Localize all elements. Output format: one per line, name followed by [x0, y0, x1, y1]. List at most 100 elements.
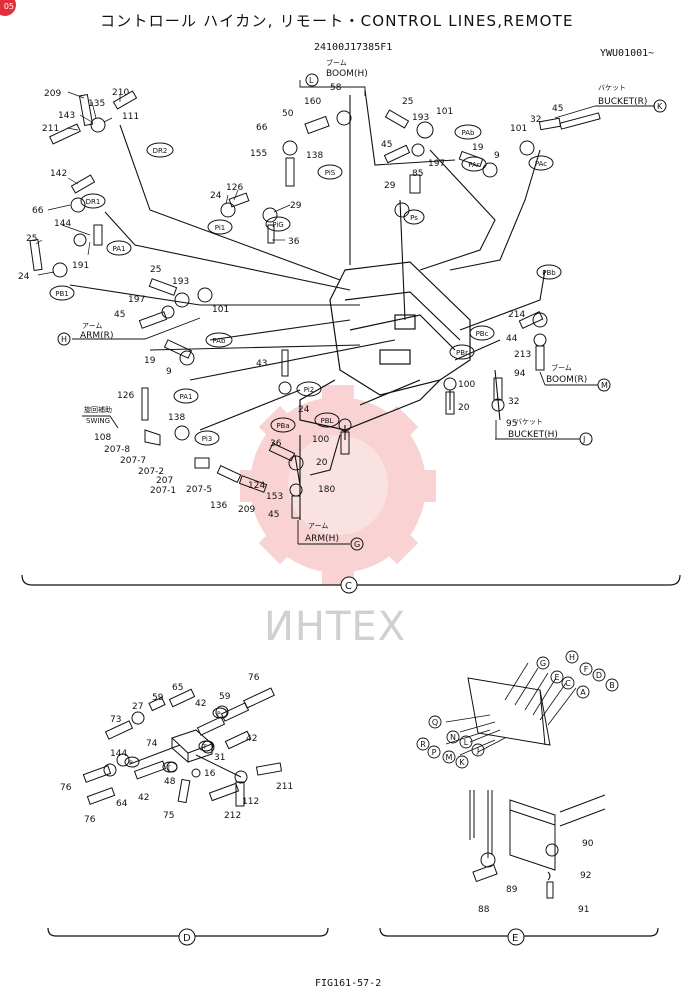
callout: 75: [163, 811, 174, 821]
callout: 101: [212, 305, 229, 315]
callout: 207-8: [104, 445, 130, 455]
line-jp-label: 旋回補助: [84, 405, 112, 414]
callout: 65: [172, 683, 183, 693]
port-label: DR1: [86, 198, 101, 206]
section-d-fittings: [82, 687, 283, 807]
part-number: 24100J17385F1: [314, 42, 393, 53]
pin-letter: P: [432, 748, 437, 757]
callout: 32: [508, 397, 519, 407]
port-pins: [445, 662, 577, 756]
callout: 59: [219, 692, 231, 702]
mounting-plate: [467, 677, 551, 746]
callout: 207-2: [138, 467, 164, 477]
callout: 101: [436, 107, 453, 117]
pin-letter: J: [476, 746, 479, 755]
callout: 43: [256, 359, 267, 369]
pin-letter: E: [554, 673, 559, 682]
pin-letter: D: [596, 671, 602, 680]
callout: 25: [150, 265, 161, 275]
t-marker: T: [202, 744, 207, 751]
line-jp-label: アーム: [308, 522, 328, 530]
callout: 126: [226, 183, 243, 193]
callout: 20: [316, 458, 328, 468]
line-letter: M: [601, 381, 608, 390]
label-underlines: [72, 80, 655, 545]
callout: 44: [506, 334, 518, 344]
callout: 58: [330, 83, 342, 93]
port-label: DR2: [153, 147, 168, 155]
callout: 16: [204, 769, 216, 779]
fittings: [29, 90, 601, 519]
section-c-letter: C: [345, 581, 352, 592]
callout: 64: [116, 799, 128, 809]
callout: 124: [248, 481, 265, 491]
callout: 92: [580, 871, 591, 881]
callout: 36: [288, 237, 300, 247]
port-label: PA1: [112, 245, 125, 253]
callout: 74: [146, 739, 158, 749]
callout: 45: [268, 510, 279, 520]
line-jp-label: バケット: [515, 418, 543, 426]
callout: 76: [248, 673, 260, 683]
callout: 91: [578, 905, 589, 915]
port-label: Pi3: [202, 435, 212, 443]
callout: 126: [117, 391, 134, 401]
line-jp-label: ブーム: [326, 58, 347, 67]
callout: 142: [50, 169, 67, 179]
callout: 76: [60, 783, 72, 793]
callout: 180: [318, 485, 335, 495]
section-d-marker: [178, 928, 196, 946]
callout: 207-1: [150, 486, 176, 496]
callout: 153: [266, 492, 283, 502]
port-label: Pi1: [215, 224, 225, 232]
callout: 24: [298, 405, 310, 415]
section-e-letter: E: [512, 933, 518, 944]
callout: 9: [166, 367, 172, 377]
callout: 29: [290, 201, 302, 211]
callout: 25: [26, 234, 37, 244]
serial-range: YWU01001~: [600, 48, 655, 59]
line-label-bucket-r: BUCKET(R): [598, 97, 647, 107]
line-label-bucket-h: BUCKET(H): [508, 430, 558, 440]
figure-number: FIG161-57-2: [315, 978, 382, 989]
pin-letter: G: [540, 659, 546, 668]
port-label: PAb: [212, 337, 226, 345]
pin-letter: C: [565, 679, 571, 688]
p-marker: P: [217, 711, 221, 718]
callout: 66: [256, 123, 268, 133]
port-label: Pi2: [304, 386, 314, 394]
callout: 193: [412, 113, 429, 123]
callout: 95: [506, 419, 517, 429]
line-letter: J: [582, 435, 585, 444]
callout: 207-5: [186, 485, 212, 495]
line-letter: H: [61, 335, 67, 344]
page-title: コントロール ハイカン, リモート・CONTROL LINES,REMOTE: [100, 12, 574, 30]
callout: 136: [210, 501, 227, 511]
pin-letter: A: [580, 688, 586, 697]
callout: 19: [144, 356, 156, 366]
callout: 197: [428, 159, 445, 169]
callout: 20: [458, 403, 470, 413]
callout: 207-7: [120, 456, 146, 466]
pin-letter: N: [450, 733, 456, 742]
callout: 138: [306, 151, 323, 161]
callout: 211: [42, 124, 59, 134]
port-label: PB1: [55, 290, 68, 298]
t-marker: T: [166, 765, 171, 772]
pin-letter: B: [609, 681, 615, 690]
callout: 112: [242, 797, 259, 807]
line-jp-label: アーム: [82, 322, 102, 330]
callout: 24: [18, 272, 30, 282]
callout: 155: [250, 149, 267, 159]
callout: 50: [282, 109, 294, 119]
port-label: PBa: [276, 422, 289, 430]
line-label-boom-r: BOOM(R): [546, 375, 587, 385]
callout: 89: [506, 885, 518, 895]
callout: 85: [412, 169, 423, 179]
